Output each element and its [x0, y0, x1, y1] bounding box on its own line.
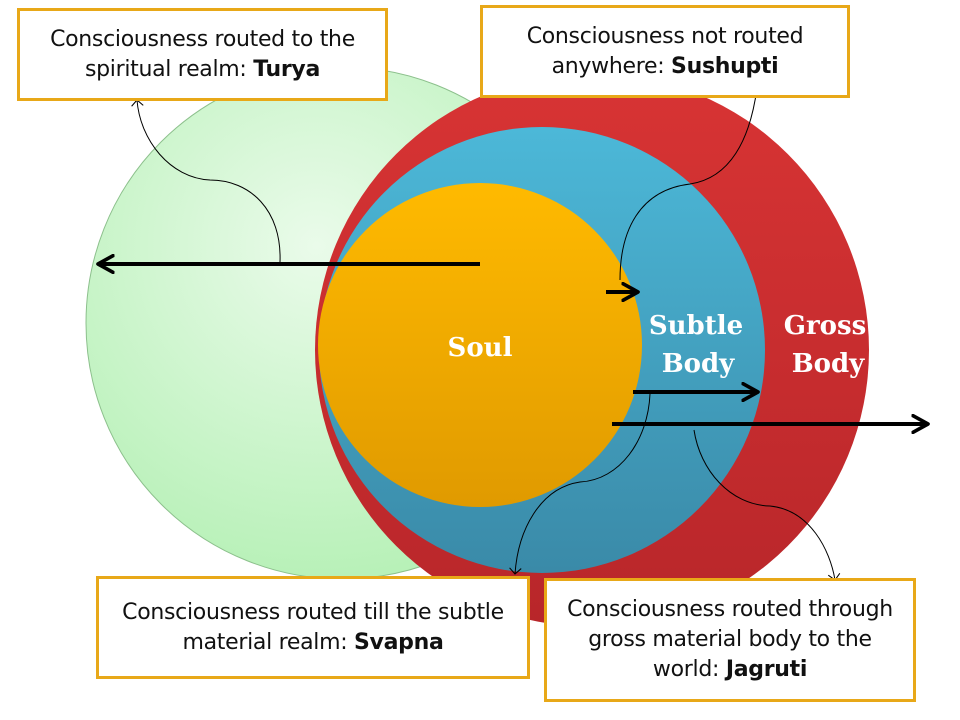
gross-body-label-line2: Body [792, 349, 865, 379]
svapna-connector [509, 393, 651, 575]
callout-svapna-text: Consciousness routed till the subtle mat… [122, 599, 504, 655]
callout-turya-state: Turya [253, 56, 321, 82]
callout-sushupti: Consciousness not routed anywhere: Sushu… [480, 5, 850, 98]
callout-svapna-state: Svapna [354, 629, 444, 655]
soul-label: Soul [448, 333, 513, 363]
callout-svapna: Consciousness routed till the subtle mat… [96, 576, 530, 679]
gross-body-label-line1: Gross [784, 311, 867, 341]
callout-jagruti: Consciousness routed through gross mater… [544, 578, 916, 702]
jagruti-connector [693, 429, 841, 581]
callout-turya: Consciousness routed to the spiritual re… [17, 8, 388, 101]
subtle-body-label-line1: Subtle [649, 311, 743, 341]
callout-jagruti-text: Consciousness routed through gross mater… [567, 597, 893, 682]
callout-jagruti-state: Jagruti [725, 657, 808, 682]
callout-sushupti-state: Sushupti [671, 53, 779, 79]
sushupti-connector [619, 87, 763, 281]
subtle-body-label-line2: Body [662, 349, 735, 379]
turya-connector [131, 99, 281, 263]
callout-turya-text: Consciousness routed to the spiritual re… [50, 26, 355, 82]
callout-sushupti-text: Consciousness not routed anywhere: [526, 23, 804, 79]
